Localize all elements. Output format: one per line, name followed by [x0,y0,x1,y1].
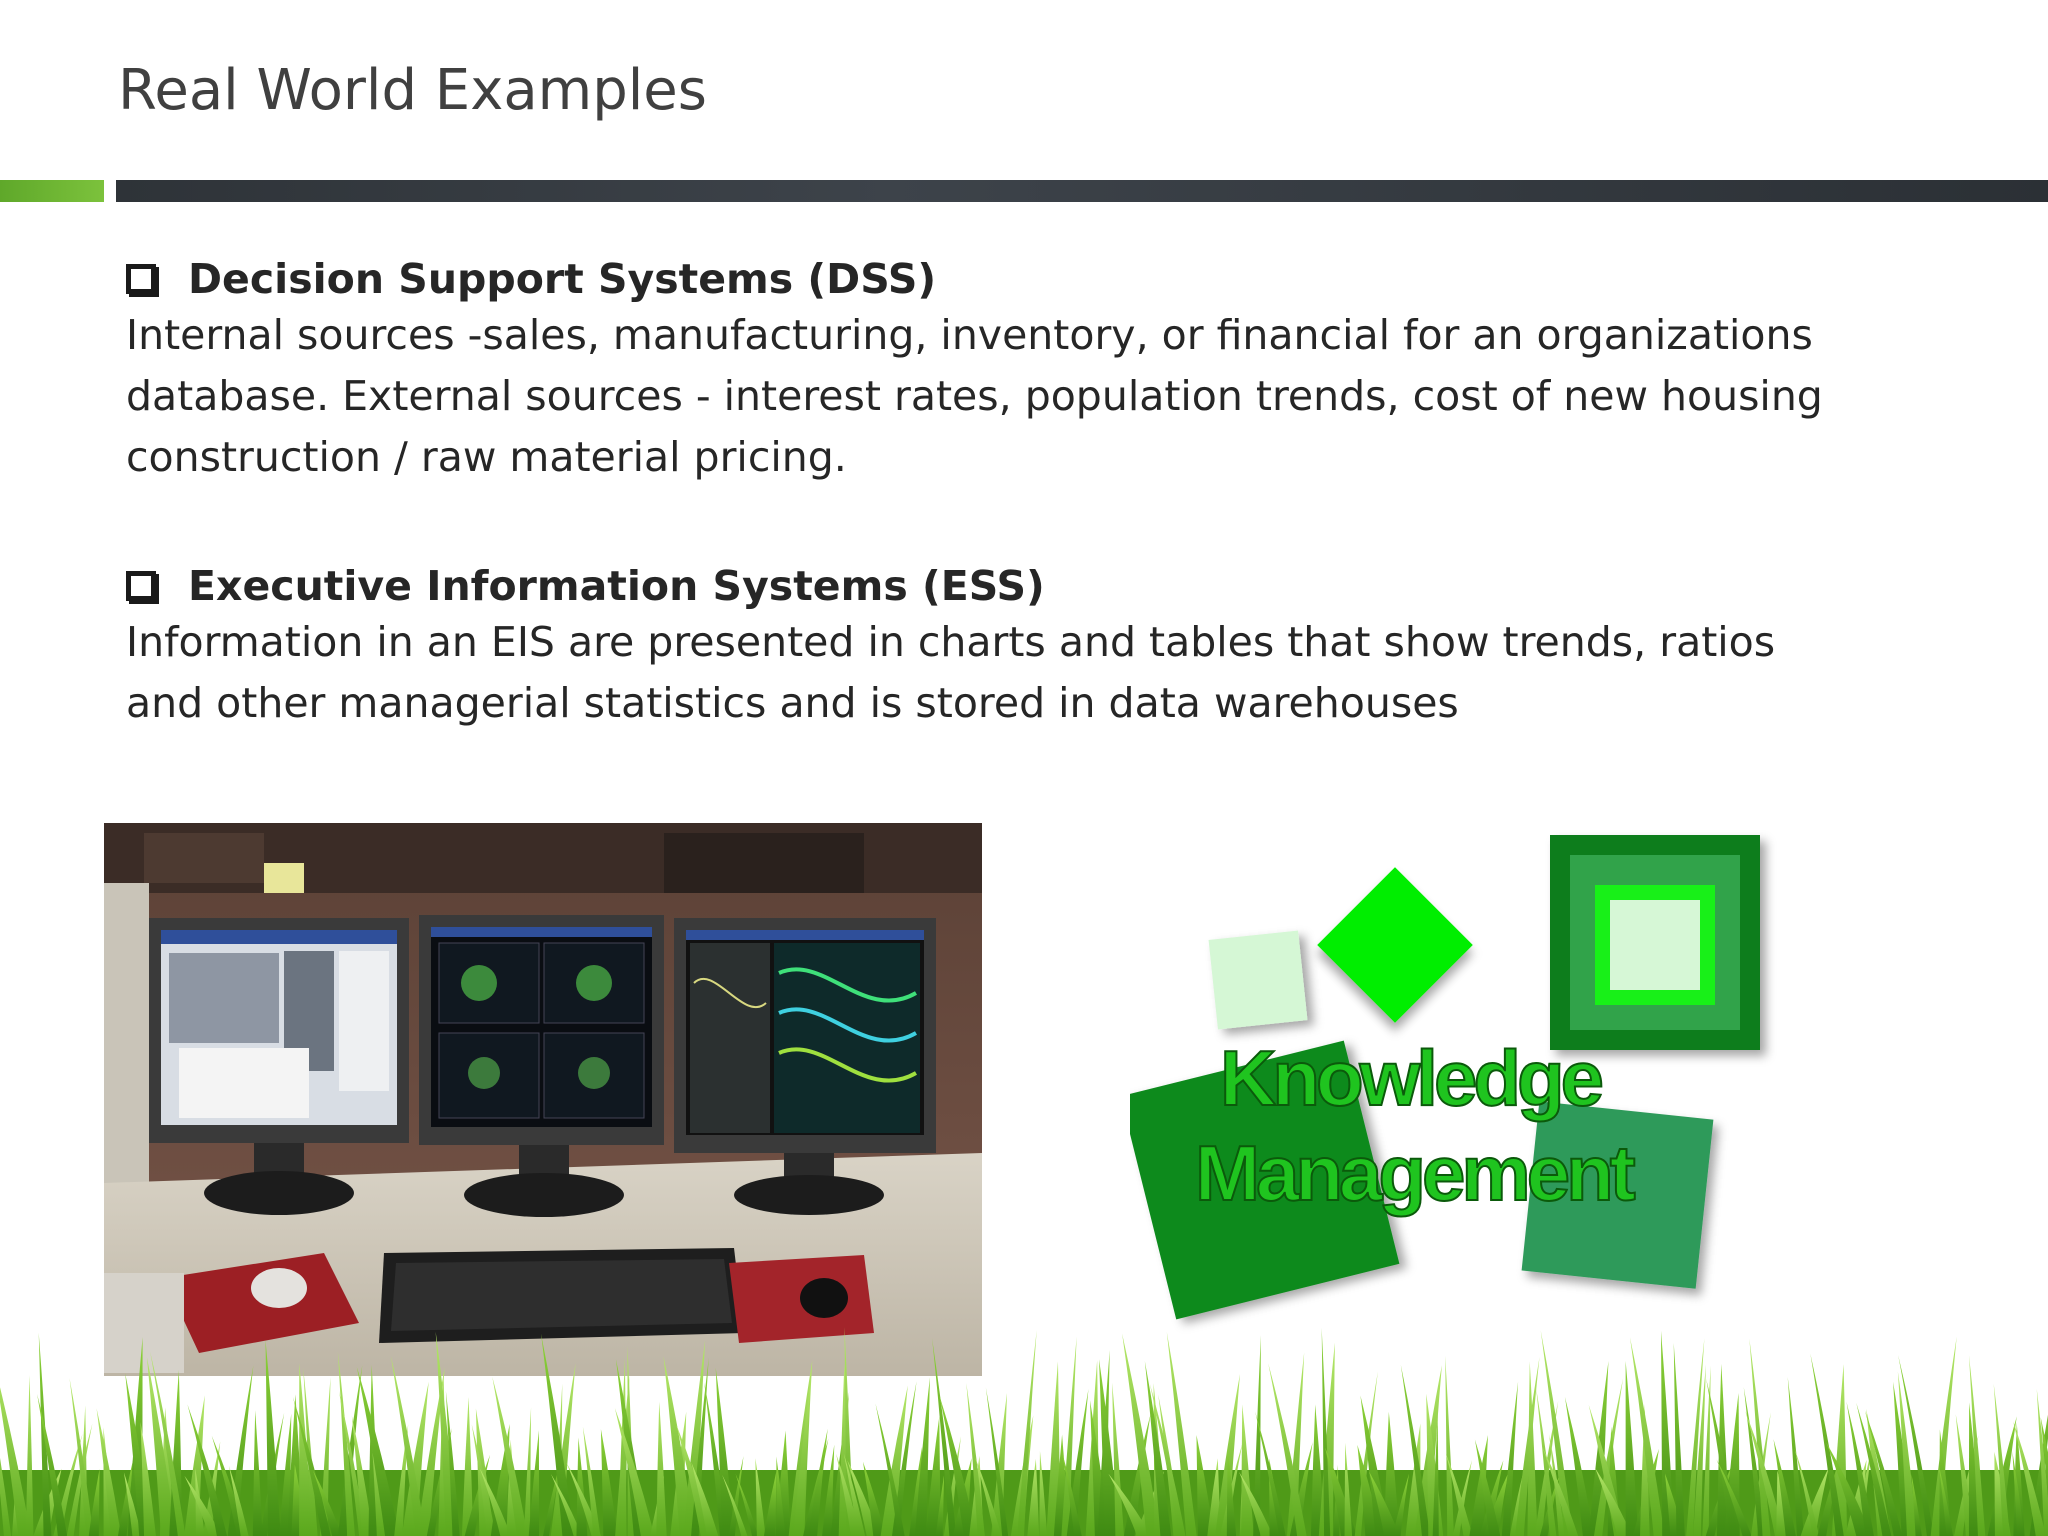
checkbox-bullet-icon [126,571,156,601]
body-text-line: Internal sources -sales, manufacturing, … [126,311,1813,359]
monitors-photo [104,823,982,1376]
section-heading-text: Decision Support Systems (DSS) [188,255,937,303]
section-ess: Executive Information Systems (ESS) Info… [126,562,1926,734]
body-text-line: Information in an EIS are presented in c… [126,618,1776,666]
body-text-line: construction / raw material pricing. [126,433,847,481]
title-accent-bar [0,180,104,202]
section-heading: Decision Support Systems (DSS) [126,255,1926,303]
section-dss: Decision Support Systems (DSS) Internal … [126,255,1926,488]
title-divider-bar [116,180,2048,202]
body-text-line: and other managerial statistics and is s… [126,679,1459,727]
section-heading-text: Executive Information Systems (ESS) [188,562,1045,610]
slide-title: Real World Examples [118,58,707,123]
grass-footer-decoration [0,1320,2048,1536]
km-line1-text: Knowledge [1220,1034,1602,1122]
body-text-line: database. External sources - interest ra… [126,372,1823,420]
knowledge-management-graphic: Knowledge Management [1120,820,1790,1340]
checkbox-bullet-icon [126,264,156,294]
section-heading: Executive Information Systems (ESS) [126,562,1926,610]
km-line2-text: Management [1195,1129,1636,1217]
